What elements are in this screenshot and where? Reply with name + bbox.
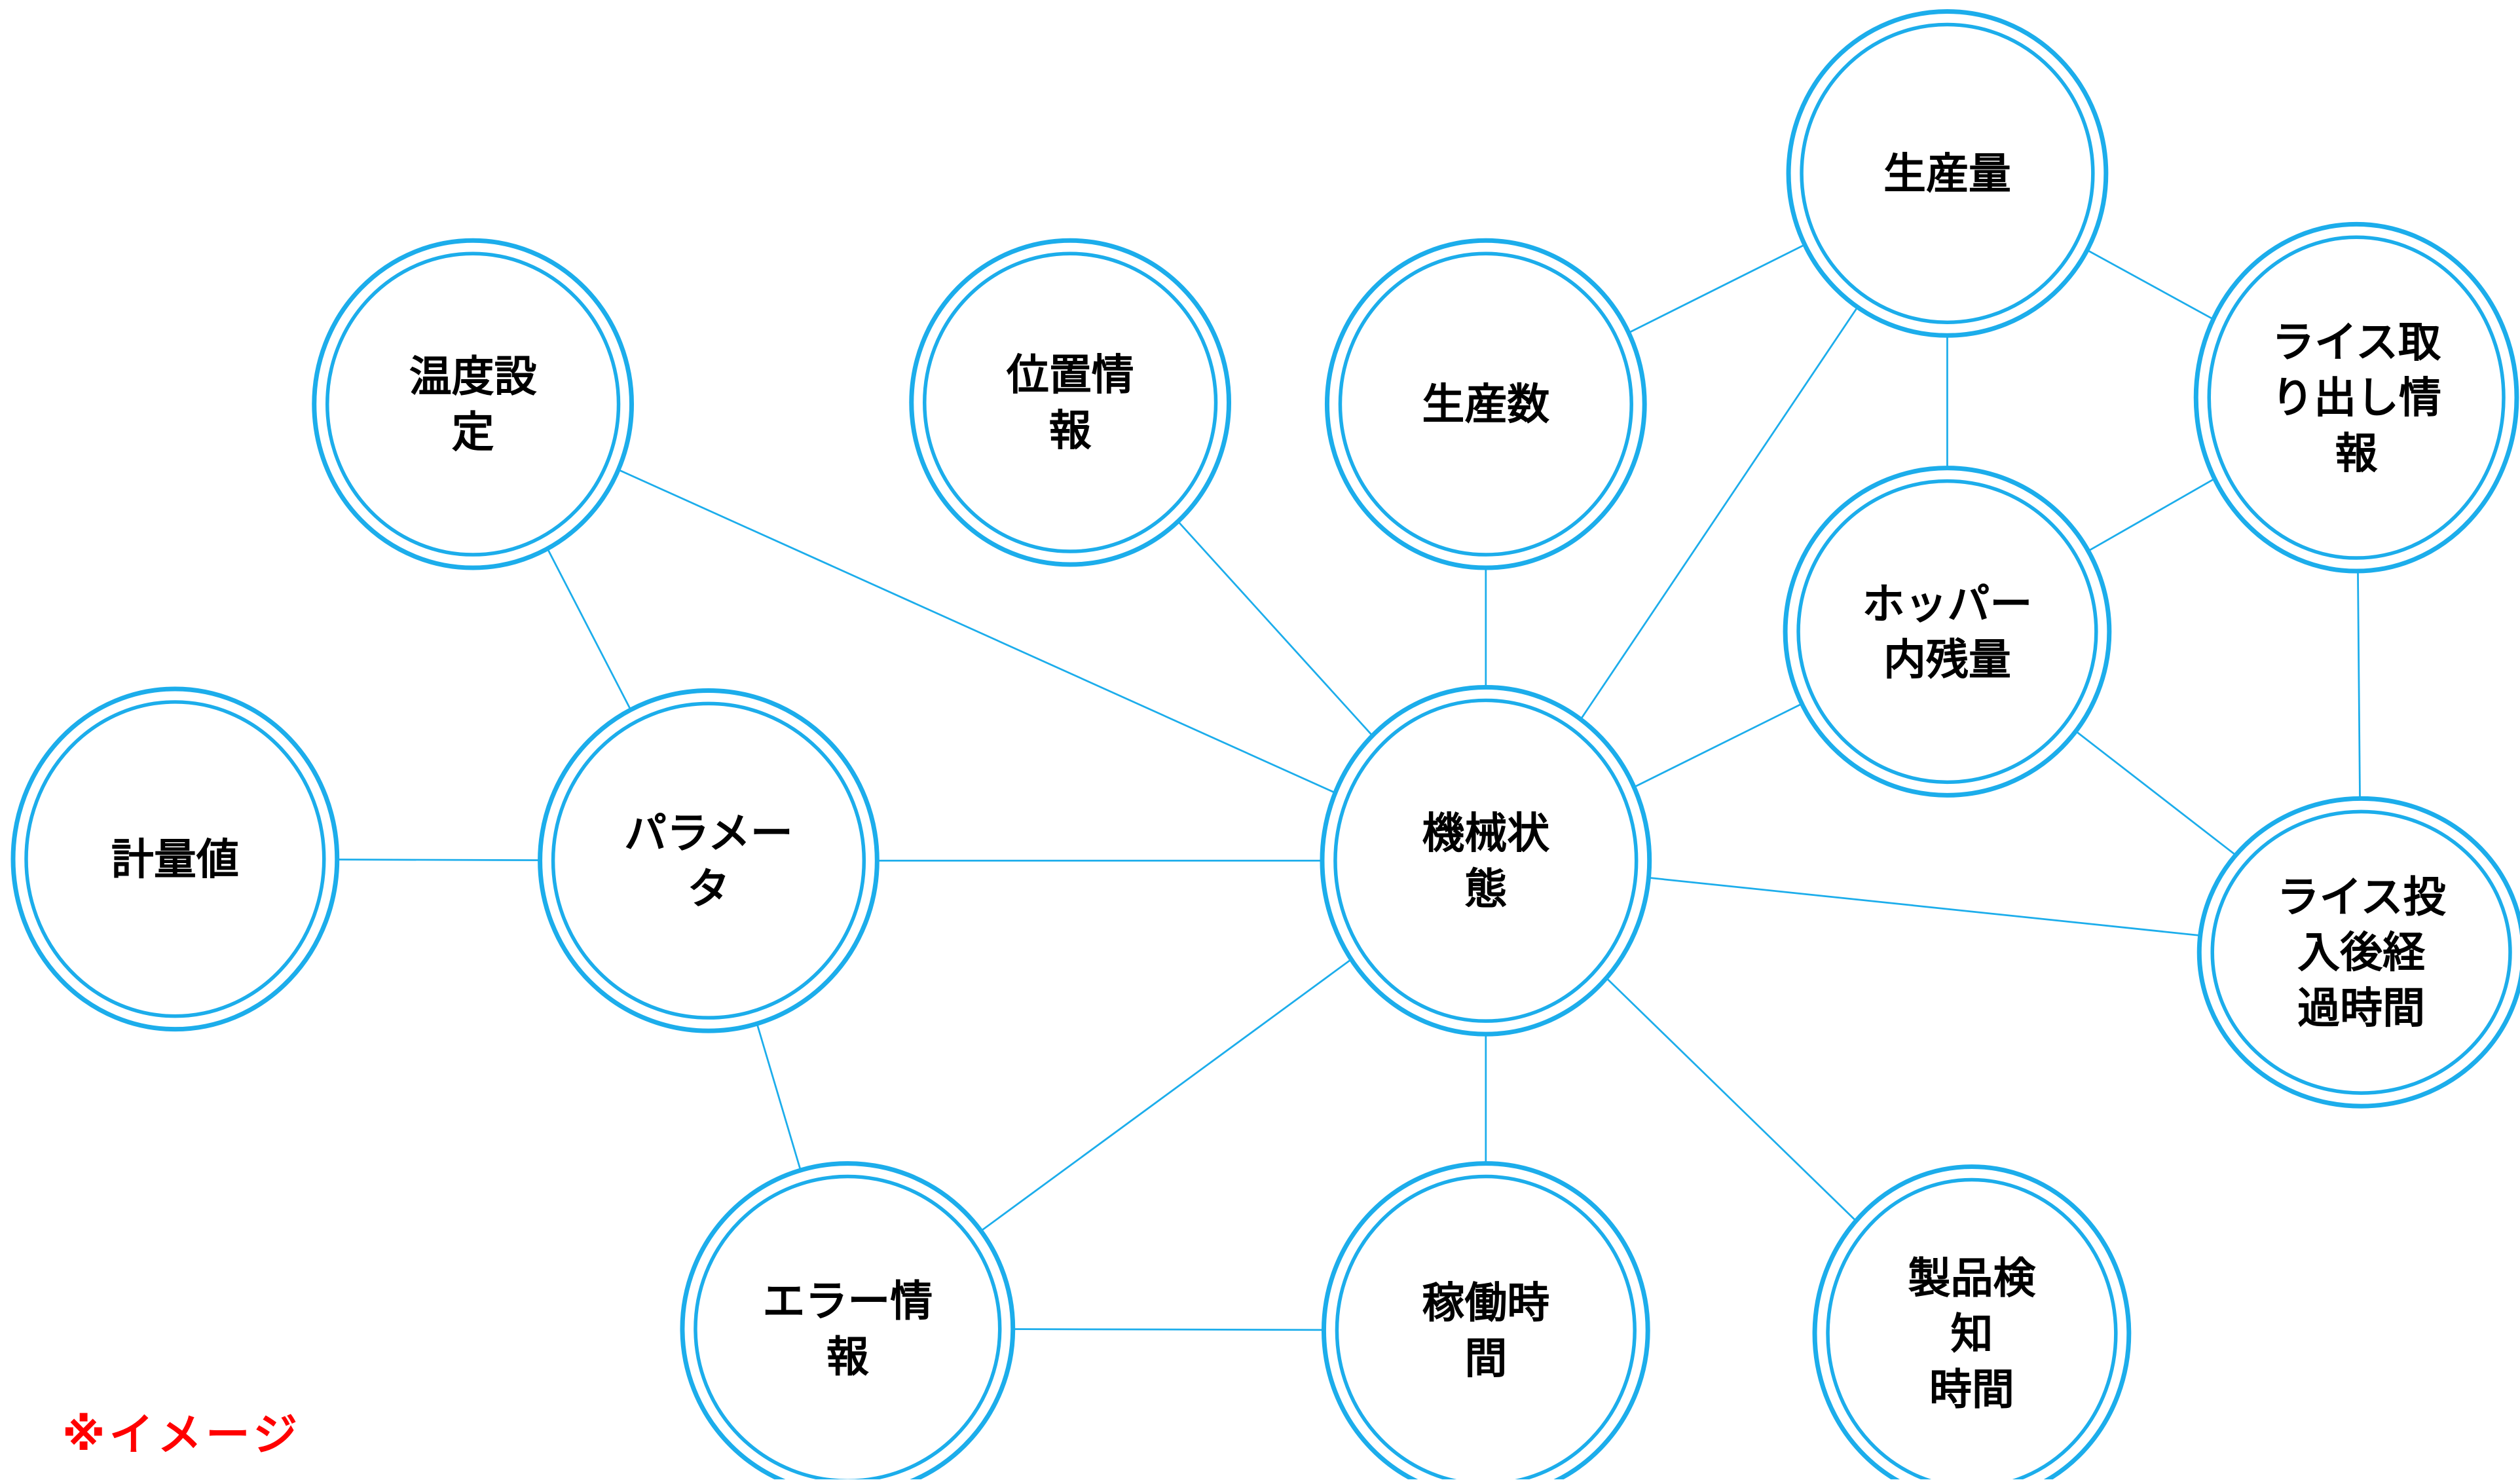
node-outer-ring: [1786, 9, 2109, 338]
node-outer-ring: [1783, 466, 2112, 798]
node-label-parameter: パラメータ: [624, 809, 793, 912]
node-label-line: 定: [452, 408, 494, 456]
node-label-line: 態: [1464, 864, 1507, 912]
node-inner-ring: [325, 251, 621, 557]
node-label-line: タ: [687, 864, 730, 912]
node-label-line: 知: [1950, 1310, 1993, 1358]
node-label-line: 機械状: [1422, 809, 1550, 857]
node-inner-ring: [923, 251, 1218, 553]
node-label-line: 報: [1049, 407, 1092, 454]
node-inner-ring: [2210, 809, 2512, 1095]
node-outer-ring: [909, 238, 1232, 567]
node-label-seihin: 製品検知時間: [1908, 1254, 2036, 1413]
node-parameter: パラメータ: [538, 688, 880, 1033]
node-label-line: パラメー: [624, 809, 793, 857]
node-outer-ring: [2193, 221, 2519, 574]
node-label-kadojikan: 稼働時間: [1422, 1278, 1549, 1382]
node-inner-ring: [694, 1174, 1002, 1479]
node-label-line: り出し情: [2271, 374, 2441, 422]
node-label-line: エラー情: [762, 1277, 933, 1325]
node-inner-ring: [2207, 235, 2506, 560]
node-label-line: ライス取: [2272, 318, 2441, 366]
node-ichijoho: 位置情報: [909, 238, 1232, 567]
node-keiryochi: 計量値: [10, 686, 340, 1032]
node-outer-ring: [1322, 1161, 1650, 1479]
node-label-line: 報: [2335, 430, 2378, 477]
image-disclaimer-note: ※イメージ: [62, 1411, 301, 1460]
node-label-line: ライス投: [2277, 873, 2447, 921]
node-inner-ring: [1335, 1174, 1637, 1479]
node-label-keiryochi: 計量値: [111, 835, 239, 883]
node-label-errorjoho: エラー情報: [762, 1277, 933, 1380]
node-inner-ring: [1800, 22, 2095, 324]
node-outer-ring: [10, 686, 340, 1032]
node-outer-ring: [312, 238, 635, 570]
node-inner-ring: [1333, 698, 1639, 1023]
node-inner-ring: [1826, 1177, 2118, 1479]
node-label-line: 報: [826, 1333, 869, 1380]
node-inner-ring: [24, 700, 326, 1018]
node-errorjoho: エラー情報: [680, 1161, 1016, 1479]
node-kikaijotai: 機械状態: [1320, 684, 1652, 1037]
node-riceafter: ライス投入後経過時間: [2196, 796, 2520, 1109]
node-label-line: 製品検: [1908, 1254, 2036, 1302]
node-seisansu: 生産数: [1324, 238, 1647, 570]
node-outer-ring: [538, 688, 880, 1033]
node-seihin: 製品検知時間: [1812, 1164, 2132, 1479]
node-label-riceout: ライス取り出し情報: [2271, 318, 2441, 477]
node-label-seisanryo: 生産量: [1883, 149, 2011, 197]
node-label-riceafter: ライス投入後経過時間: [2277, 873, 2447, 1032]
node-label-kikaijotai: 機械状態: [1422, 809, 1550, 912]
node-riceout: ライス取り出し情報: [2193, 221, 2519, 574]
node-label-ondo: 温度設定: [409, 352, 538, 456]
node-hopper: ホッパー内残量: [1783, 466, 2112, 798]
node-label-ichijoho: 位置情報: [1006, 351, 1134, 454]
node-label-line: 稼働時: [1422, 1278, 1549, 1326]
node-label-line: 計量値: [111, 835, 239, 883]
node-outer-ring: [680, 1161, 1016, 1479]
node-inner-ring: [551, 701, 866, 1020]
node-label-line: 生産数: [1422, 380, 1549, 428]
node-label-line: 生産量: [1883, 149, 2011, 197]
node-label-seisansu: 生産数: [1422, 380, 1549, 428]
node-inner-ring: [1338, 251, 1633, 557]
node-outer-ring: [1324, 238, 1647, 570]
node-label-line: 間: [1464, 1334, 1507, 1382]
node-outer-ring: [2196, 796, 2520, 1109]
node-ondo: 温度設定: [312, 238, 635, 570]
node-outer-ring: [1320, 684, 1652, 1037]
node-label-line: 位置情: [1006, 351, 1134, 399]
edge-ondo-kikaijotai: [472, 403, 1487, 862]
node-label-line: 入後経: [2297, 929, 2426, 976]
node-seisanryo: 生産量: [1786, 9, 2109, 338]
node-label-line: 時間: [1929, 1365, 2014, 1413]
node-outer-ring: [1812, 1164, 2132, 1479]
node-label-line: ホッパー: [1862, 580, 2033, 628]
node-label-line: 内残量: [1883, 635, 2011, 683]
node-label-line: 過時間: [2297, 984, 2425, 1032]
node-inner-ring: [1796, 479, 2098, 785]
node-label-hopper: ホッパー内残量: [1862, 580, 2033, 684]
node-kadojikan: 稼働時間: [1322, 1161, 1650, 1479]
node-label-line: 温度設: [409, 352, 538, 400]
